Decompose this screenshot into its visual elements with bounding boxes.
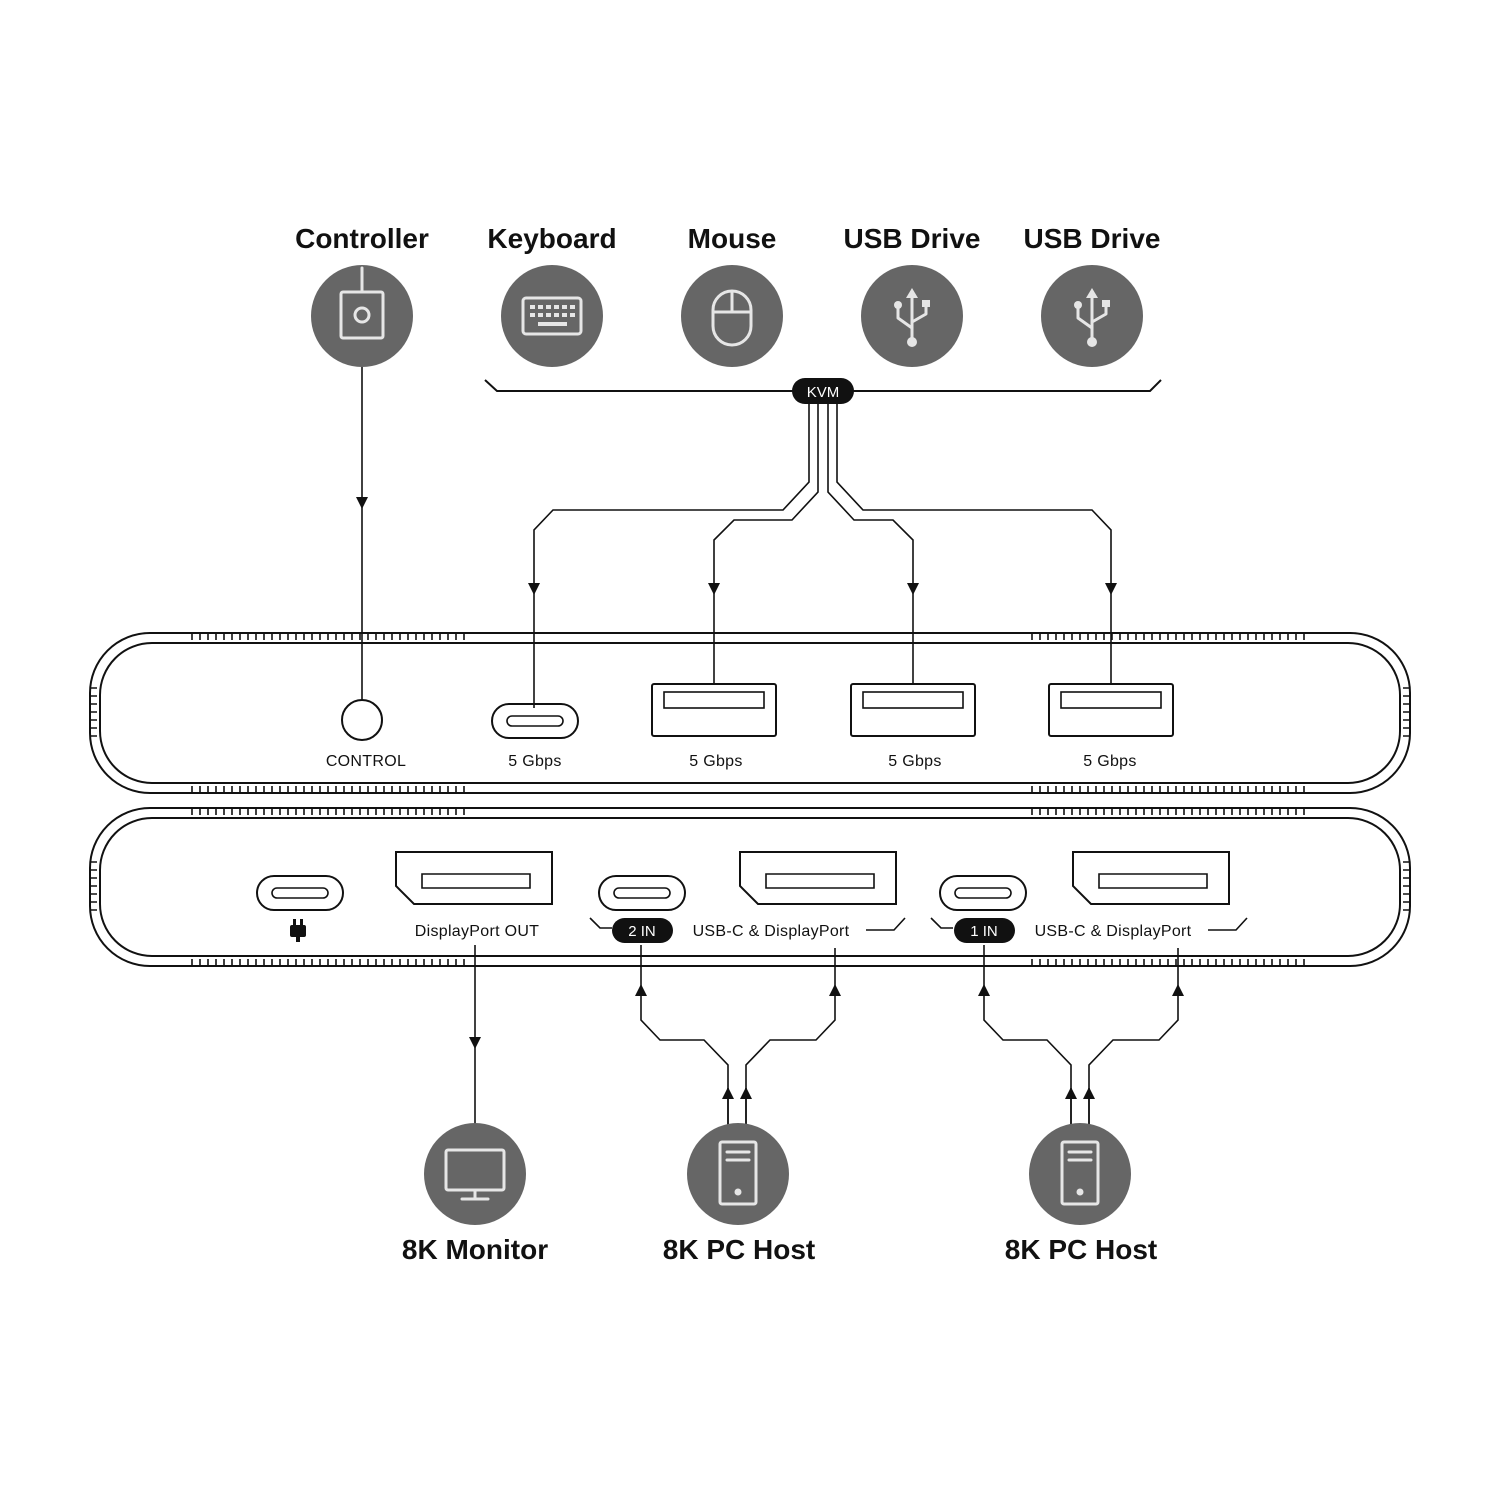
port-speed-label: 5 Gbps — [888, 753, 941, 770]
rear-panel — [89, 807, 1411, 967]
pc-host-label-1: 8K PC Host — [1005, 1234, 1157, 1265]
monitor-icon — [424, 1123, 526, 1225]
controller-icon — [311, 265, 413, 367]
usb-drive-label-1: USB Drive — [844, 223, 981, 254]
keyboard-label: Keyboard — [487, 223, 616, 254]
control-port-label: CONTROL — [326, 753, 406, 770]
mouse-icon — [681, 265, 783, 367]
kvm-bracket-right — [852, 379, 1162, 392]
usb-drive-label-2: USB Drive — [1024, 223, 1161, 254]
usb-c-port-front[interactable] — [491, 703, 579, 739]
kvm-badge: KVM — [792, 378, 854, 404]
input-1-bracket-right — [1208, 917, 1248, 931]
usb-a-port-1[interactable] — [651, 683, 777, 737]
usb-a-port-3[interactable] — [1048, 683, 1174, 737]
input-2-bracket-right — [866, 917, 906, 931]
kvm-bracket-left — [484, 379, 795, 392]
power-plug-icon — [290, 919, 306, 942]
port-speed-label: 5 Gbps — [689, 753, 742, 770]
input-1-usb-c-port[interactable] — [939, 875, 1027, 911]
front-panel — [89, 632, 1411, 794]
usb-a-port-2[interactable] — [850, 683, 976, 737]
input-2-label: USB-C & DisplayPort — [693, 923, 850, 940]
monitor-label: 8K Monitor — [402, 1234, 548, 1265]
pc-tower-icon — [687, 1123, 789, 1225]
usb-icon — [861, 265, 963, 367]
input-2-usb-c-port[interactable] — [598, 875, 686, 911]
pc-host-2-connection-lines — [635, 945, 841, 1125]
port-speed-label: 5 Gbps — [1083, 753, 1136, 770]
input-2-badge: 2 IN — [612, 918, 673, 943]
mouse-label: Mouse — [688, 223, 777, 254]
pc-host-1-connection-lines — [978, 945, 1184, 1125]
input-2-displayport-port[interactable] — [739, 851, 897, 905]
usb-icon — [1041, 265, 1143, 367]
input-2-badge-text: 2 IN — [628, 923, 656, 940]
input-1-bracket-left — [930, 917, 953, 929]
input-1-label: USB-C & DisplayPort — [1035, 923, 1192, 940]
power-usb-c-port[interactable] — [256, 875, 344, 911]
input-1-badge-text: 1 IN — [970, 923, 998, 940]
pc-host-label-2: 8K PC Host — [663, 1234, 815, 1265]
input-1-badge: 1 IN — [954, 918, 1015, 943]
port-speed-label: 5 Gbps — [508, 753, 561, 770]
kvm-badge-text: KVM — [807, 384, 840, 401]
kvm-connection-lines — [528, 404, 1117, 708]
keyboard-icon — [501, 265, 603, 367]
input-1-displayport-port[interactable] — [1072, 851, 1230, 905]
displayport-out-port[interactable] — [395, 851, 553, 905]
pc-tower-icon — [1029, 1123, 1131, 1225]
controller-label: Controller — [295, 223, 429, 254]
control-port[interactable] — [341, 699, 383, 741]
displayport-out-label: DisplayPort OUT — [415, 923, 540, 940]
input-2-bracket-left — [589, 917, 612, 929]
